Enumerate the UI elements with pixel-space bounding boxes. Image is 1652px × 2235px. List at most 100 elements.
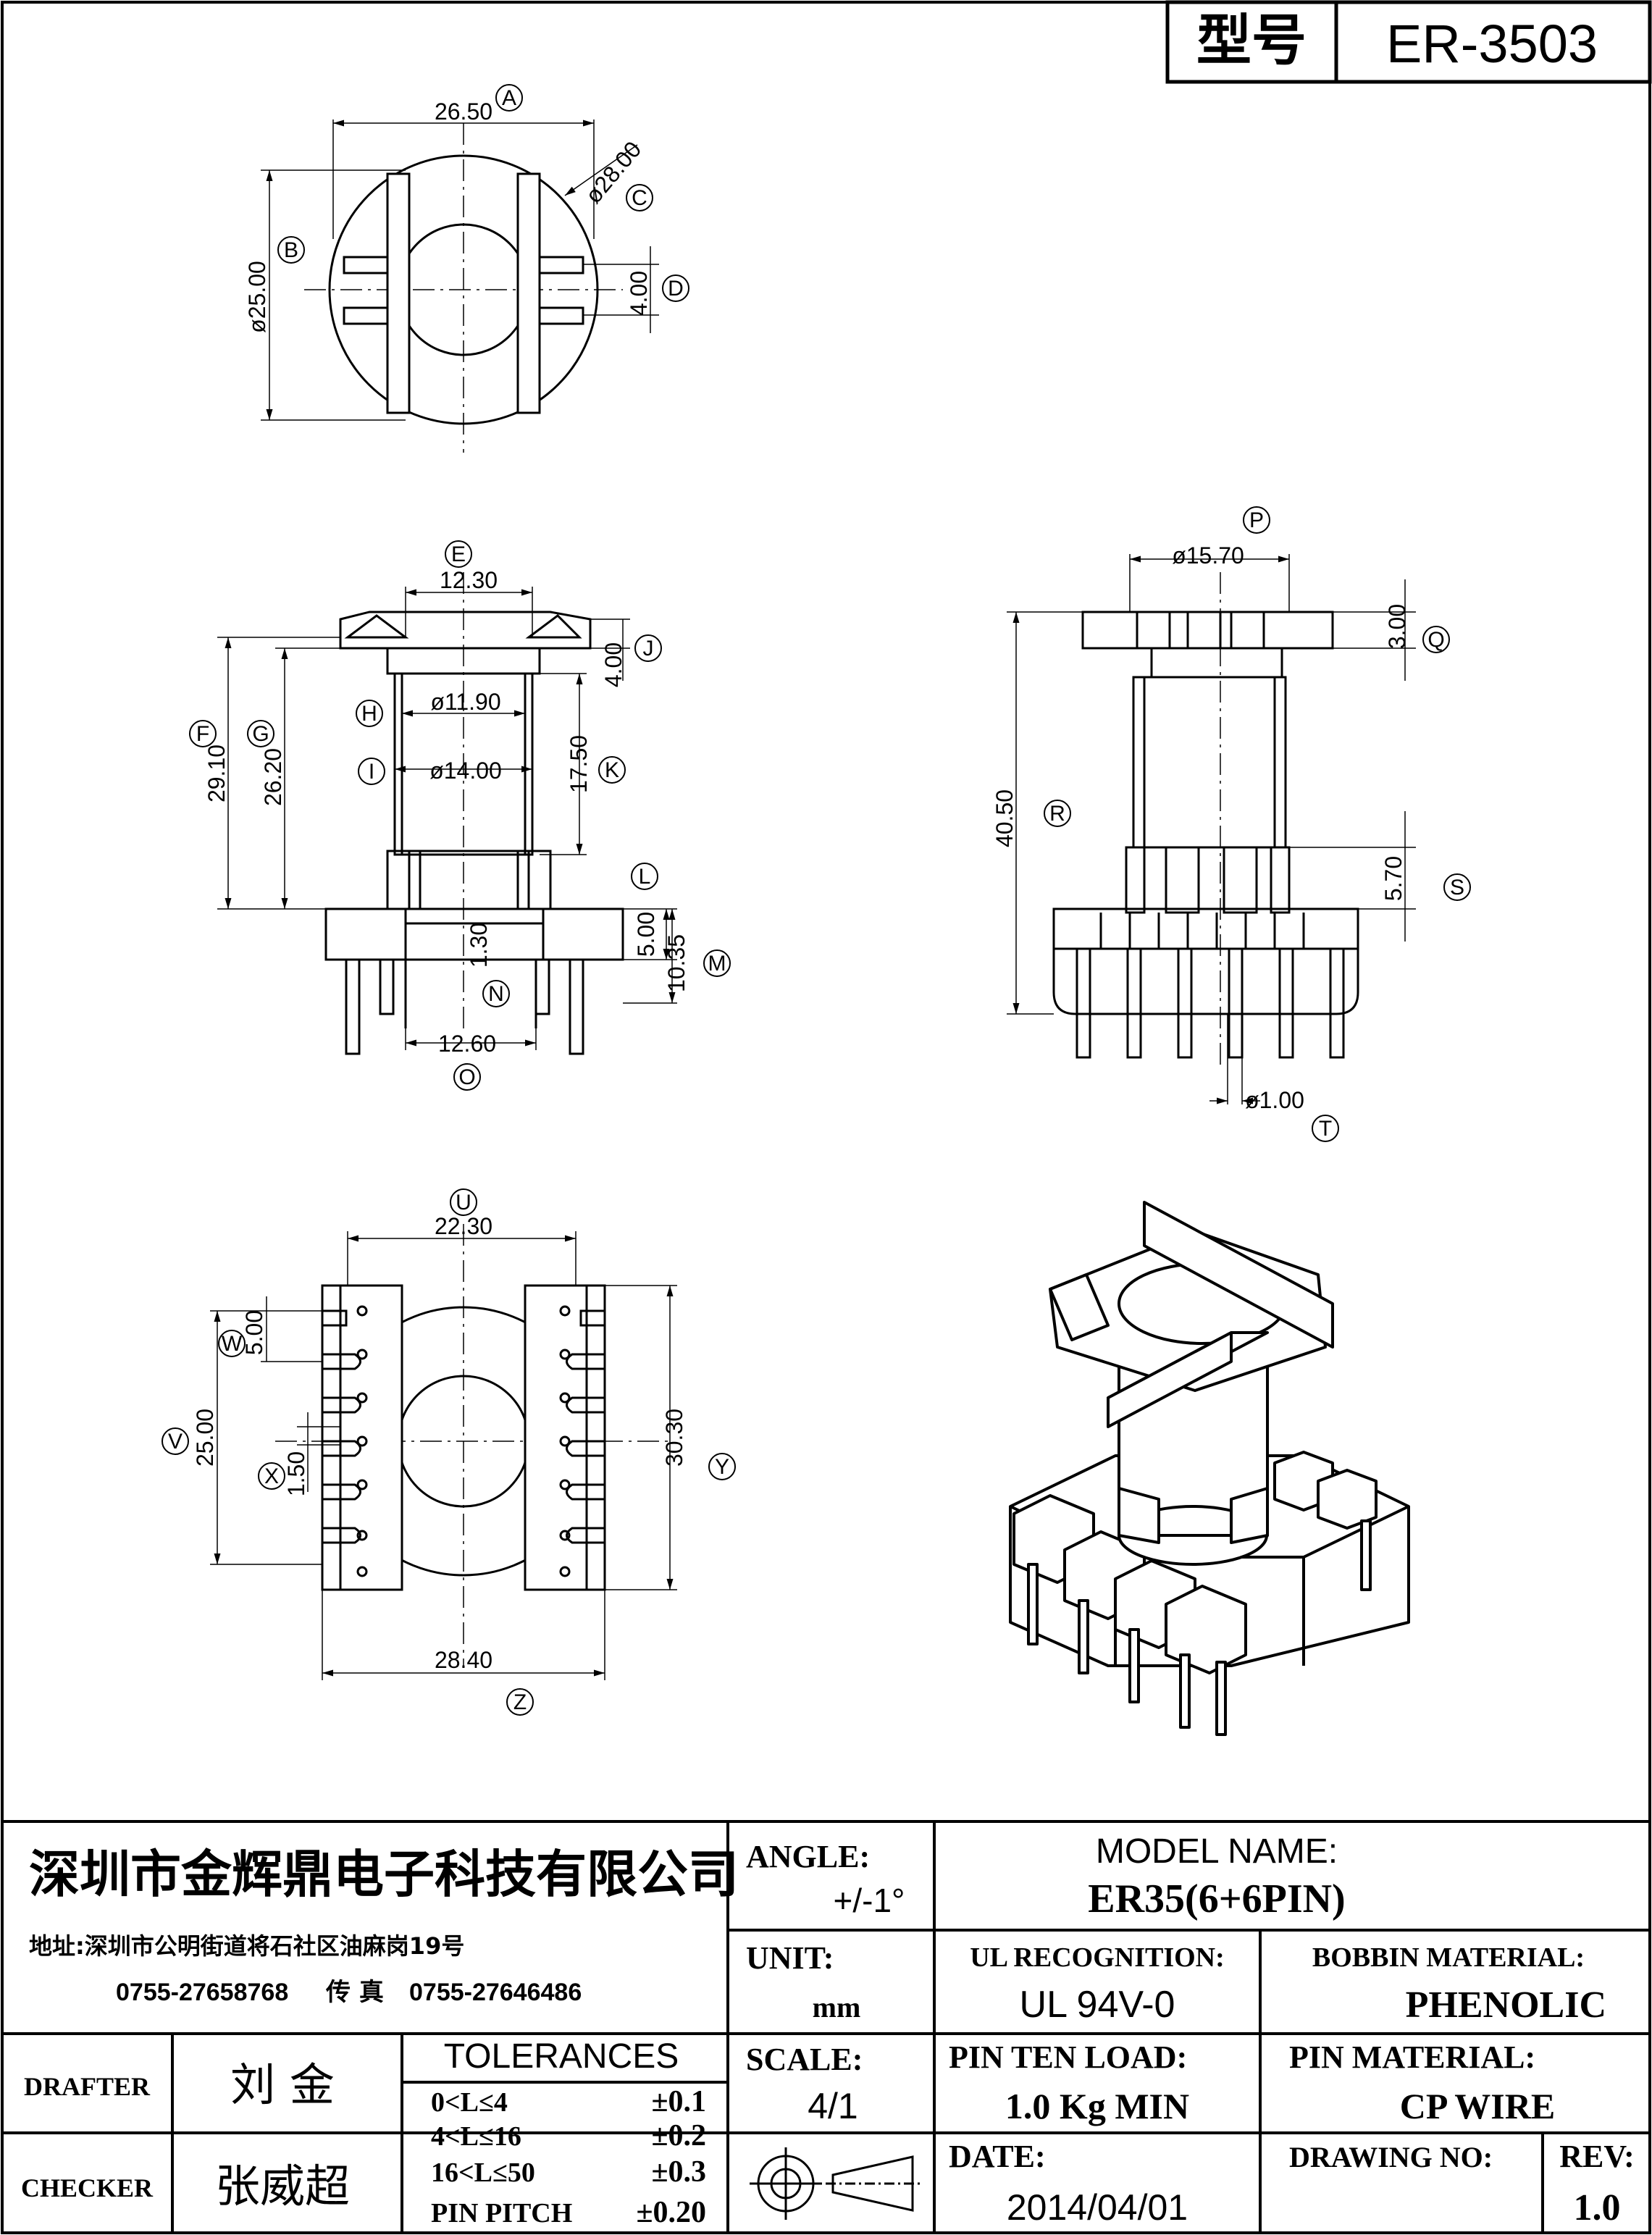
dim-r: 40.50 — [991, 789, 1018, 847]
checker-label: CHECKER — [21, 2173, 154, 2202]
side-view-labels: P ø15.70 3.00 Q 40.50 R 5.70 S ø1.00 T — [991, 506, 1471, 1142]
label-c: C — [632, 186, 647, 210]
dim-a: 26.50 — [435, 98, 492, 125]
title-block-lines — [2, 1820, 1650, 2233]
label-f: F — [196, 722, 209, 746]
dim-q: 3.00 — [1384, 604, 1410, 649]
isometric-view — [1009, 1201, 1410, 1736]
ul-label: UL RECOGNITION: — [970, 1942, 1225, 1973]
front-view-labels: E 12.30 F 29.10 G 26.20 H ø11.90 I ø14.0… — [189, 540, 731, 1091]
label-v: V — [168, 1430, 183, 1454]
company-fax: 0755-27646486 — [409, 1979, 582, 2006]
top-view — [261, 119, 659, 453]
dim-l: 5.00 — [633, 912, 659, 957]
dim-p: ø15.70 — [1172, 542, 1244, 569]
tol-value: ±0.1 — [651, 2085, 706, 2118]
model-header: 型号 ER-3503 — [1165, 0, 1652, 84]
company-address: 地址:深圳市公明街道将石社区油麻岗19号 — [29, 1932, 464, 1960]
pin-load-label: PIN TEN LOAD: — [949, 2039, 1187, 2075]
dim-t: ø1.00 — [1245, 1087, 1304, 1113]
dim-f: 29.10 — [204, 745, 230, 802]
dim-b: ø25.00 — [244, 261, 270, 333]
label-t: T — [1319, 1117, 1332, 1141]
pin-material-value: CP WIRE — [1400, 2086, 1555, 2126]
label-o: O — [458, 1065, 475, 1089]
model-name-value: ER35(6+6PIN) — [1088, 1877, 1345, 1921]
model-header-label: 型号 — [1196, 8, 1307, 72]
front-view — [217, 572, 677, 1055]
label-k: K — [605, 758, 619, 782]
label-g: G — [252, 722, 269, 746]
company-phone: 0755-27658768 — [116, 1979, 288, 2006]
dim-w: 5.00 — [241, 1310, 267, 1355]
dim-z: 28.40 — [435, 1647, 492, 1673]
label-b: B — [284, 238, 298, 262]
tol-value: ±0.20 — [636, 2196, 706, 2229]
pin-material-label: PIN MATERIAL: — [1289, 2039, 1535, 2075]
drafter-value: 刘 金 — [230, 2058, 335, 2111]
label-r: R — [1049, 802, 1065, 826]
dim-i: ø14.00 — [429, 758, 502, 784]
fax-label: 传 真 — [325, 1978, 384, 2007]
model-header-value: ER-3503 — [1386, 14, 1598, 74]
scale-value: 4/1 — [808, 2086, 858, 2126]
unit-value: mm — [813, 1991, 861, 2024]
tol-value: ±0.2 — [651, 2119, 706, 2152]
label-d: D — [668, 277, 684, 301]
dim-u: 22.30 — [435, 1213, 492, 1239]
dim-y: 30.30 — [661, 1409, 687, 1467]
dim-n: 1.30 — [466, 923, 492, 968]
dim-x: 1.50 — [283, 1451, 309, 1496]
bottom-view-labels: U 22.30 V 25.00 W 5.00 X 1.50 30.30 Y 28… — [162, 1188, 736, 1716]
top-view-labels: A 26.50 B ø25.00 ø28.00 C 4.00 D — [244, 84, 689, 333]
company-name: 深圳市金辉鼎电子科技有限公司 — [29, 1845, 739, 1904]
label-a: A — [502, 86, 516, 110]
bottom-view — [210, 1224, 677, 1680]
tolerance-rows: 0<L≤4 ±0.1 4<L≤16 ±0.2 16<L≤50 ±0.3 PIN … — [431, 2085, 706, 2229]
date-value: 2014/04/01 — [1007, 2187, 1188, 2228]
tol-value: ±0.3 — [651, 2155, 706, 2189]
dim-j: 4.00 — [600, 642, 626, 687]
label-s: S — [1450, 876, 1464, 900]
tol-range: 16<L≤50 — [431, 2158, 535, 2188]
checker-value: 张威超 — [215, 2160, 350, 2213]
tol-range: 0<L≤4 — [431, 2087, 508, 2118]
dim-m: 10.35 — [663, 934, 689, 992]
angle-label: ANGLE: — [746, 1839, 870, 1874]
rev-value: 1.0 — [1574, 2187, 1621, 2228]
dim-o: 12.60 — [438, 1031, 496, 1057]
bobbin-label: BOBBIN MATERIAL: — [1312, 1942, 1585, 1973]
label-l: L — [639, 865, 651, 889]
scale-label: SCALE: — [746, 2042, 863, 2077]
label-y: Y — [715, 1455, 729, 1479]
tol-range: PIN PITCH — [431, 2198, 572, 2228]
label-i: I — [369, 760, 374, 784]
unit-label: UNIT: — [746, 1940, 834, 1976]
label-u: U — [456, 1191, 471, 1215]
date-label: DATE: — [949, 2139, 1046, 2174]
dim-e: 12.30 — [440, 567, 498, 593]
drawing-no-label: DRAWING NO: — [1289, 2141, 1493, 2173]
label-j: J — [643, 637, 654, 661]
model-name-label: MODEL NAME: — [1096, 1832, 1338, 1871]
label-m: M — [708, 952, 726, 976]
label-q: Q — [1427, 628, 1444, 652]
dim-h: ø11.90 — [430, 689, 500, 715]
tol-range: 4<L≤16 — [431, 2121, 521, 2152]
dim-v: 25.00 — [192, 1409, 218, 1467]
bobbin-value: PHENOLIC — [1406, 1984, 1606, 2026]
label-z: Z — [513, 1690, 527, 1714]
label-e: E — [451, 542, 466, 566]
rev-label: REV: — [1559, 2139, 1635, 2174]
side-view — [1007, 554, 1416, 1104]
tolerances-label: TOLERANCES — [444, 2037, 679, 2076]
label-h: H — [361, 702, 377, 726]
ul-value: UL 94V-0 — [1020, 1984, 1175, 2026]
pin-load-value: 1.0 Kg MIN — [1005, 2086, 1189, 2126]
angle-value: +/-1° — [834, 1882, 905, 1919]
dim-g: 26.20 — [260, 748, 286, 806]
label-n: N — [488, 982, 504, 1006]
label-x: X — [264, 1464, 279, 1488]
